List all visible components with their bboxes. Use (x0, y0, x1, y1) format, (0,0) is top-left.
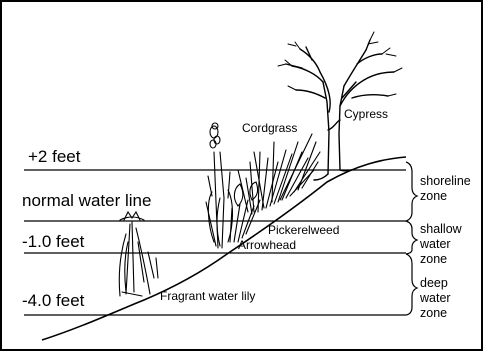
label-shoreline-zone: shoreline zone (420, 174, 471, 204)
zone-braces (406, 162, 417, 315)
label-minus-four-feet: -4.0 feet (22, 292, 84, 309)
label-cypress: Cypress (344, 108, 388, 120)
label-plus-two-feet: +2 feet (28, 148, 80, 165)
label-minus-one-feet: -1.0 feet (22, 233, 84, 250)
water-lily-plant (119, 212, 158, 296)
label-arrowhead: Arrowhead (238, 239, 296, 251)
zone-word: shoreline (420, 174, 471, 188)
zone-word: deep (420, 276, 448, 290)
zone-word: shallow (420, 222, 462, 236)
zone-word: water (420, 237, 451, 251)
pickerelweed-plant (206, 123, 233, 248)
zone-word: water (420, 291, 451, 305)
zone-word: zone (420, 189, 447, 203)
arrowhead-plant (230, 182, 260, 242)
label-fragrant-water-lily: Fragrant water lily (160, 290, 255, 302)
label-cordgrass: Cordgrass (242, 122, 297, 134)
zone-word: zone (420, 306, 447, 320)
label-deep-water-zone: deep water zone (420, 276, 451, 321)
label-normal-water-line: normal water line (22, 192, 151, 209)
label-pickerelweed: Pickerelweed (268, 224, 339, 236)
zone-word: zone (420, 252, 447, 266)
cordgrass-clump (238, 134, 320, 214)
brace-deep (406, 254, 417, 315)
ground-slope (42, 157, 406, 340)
brace-shoreline (406, 162, 417, 221)
cypress-twigs (278, 32, 402, 96)
label-shallow-water-zone: shallow water zone (420, 222, 462, 267)
brace-shallow (406, 221, 417, 254)
